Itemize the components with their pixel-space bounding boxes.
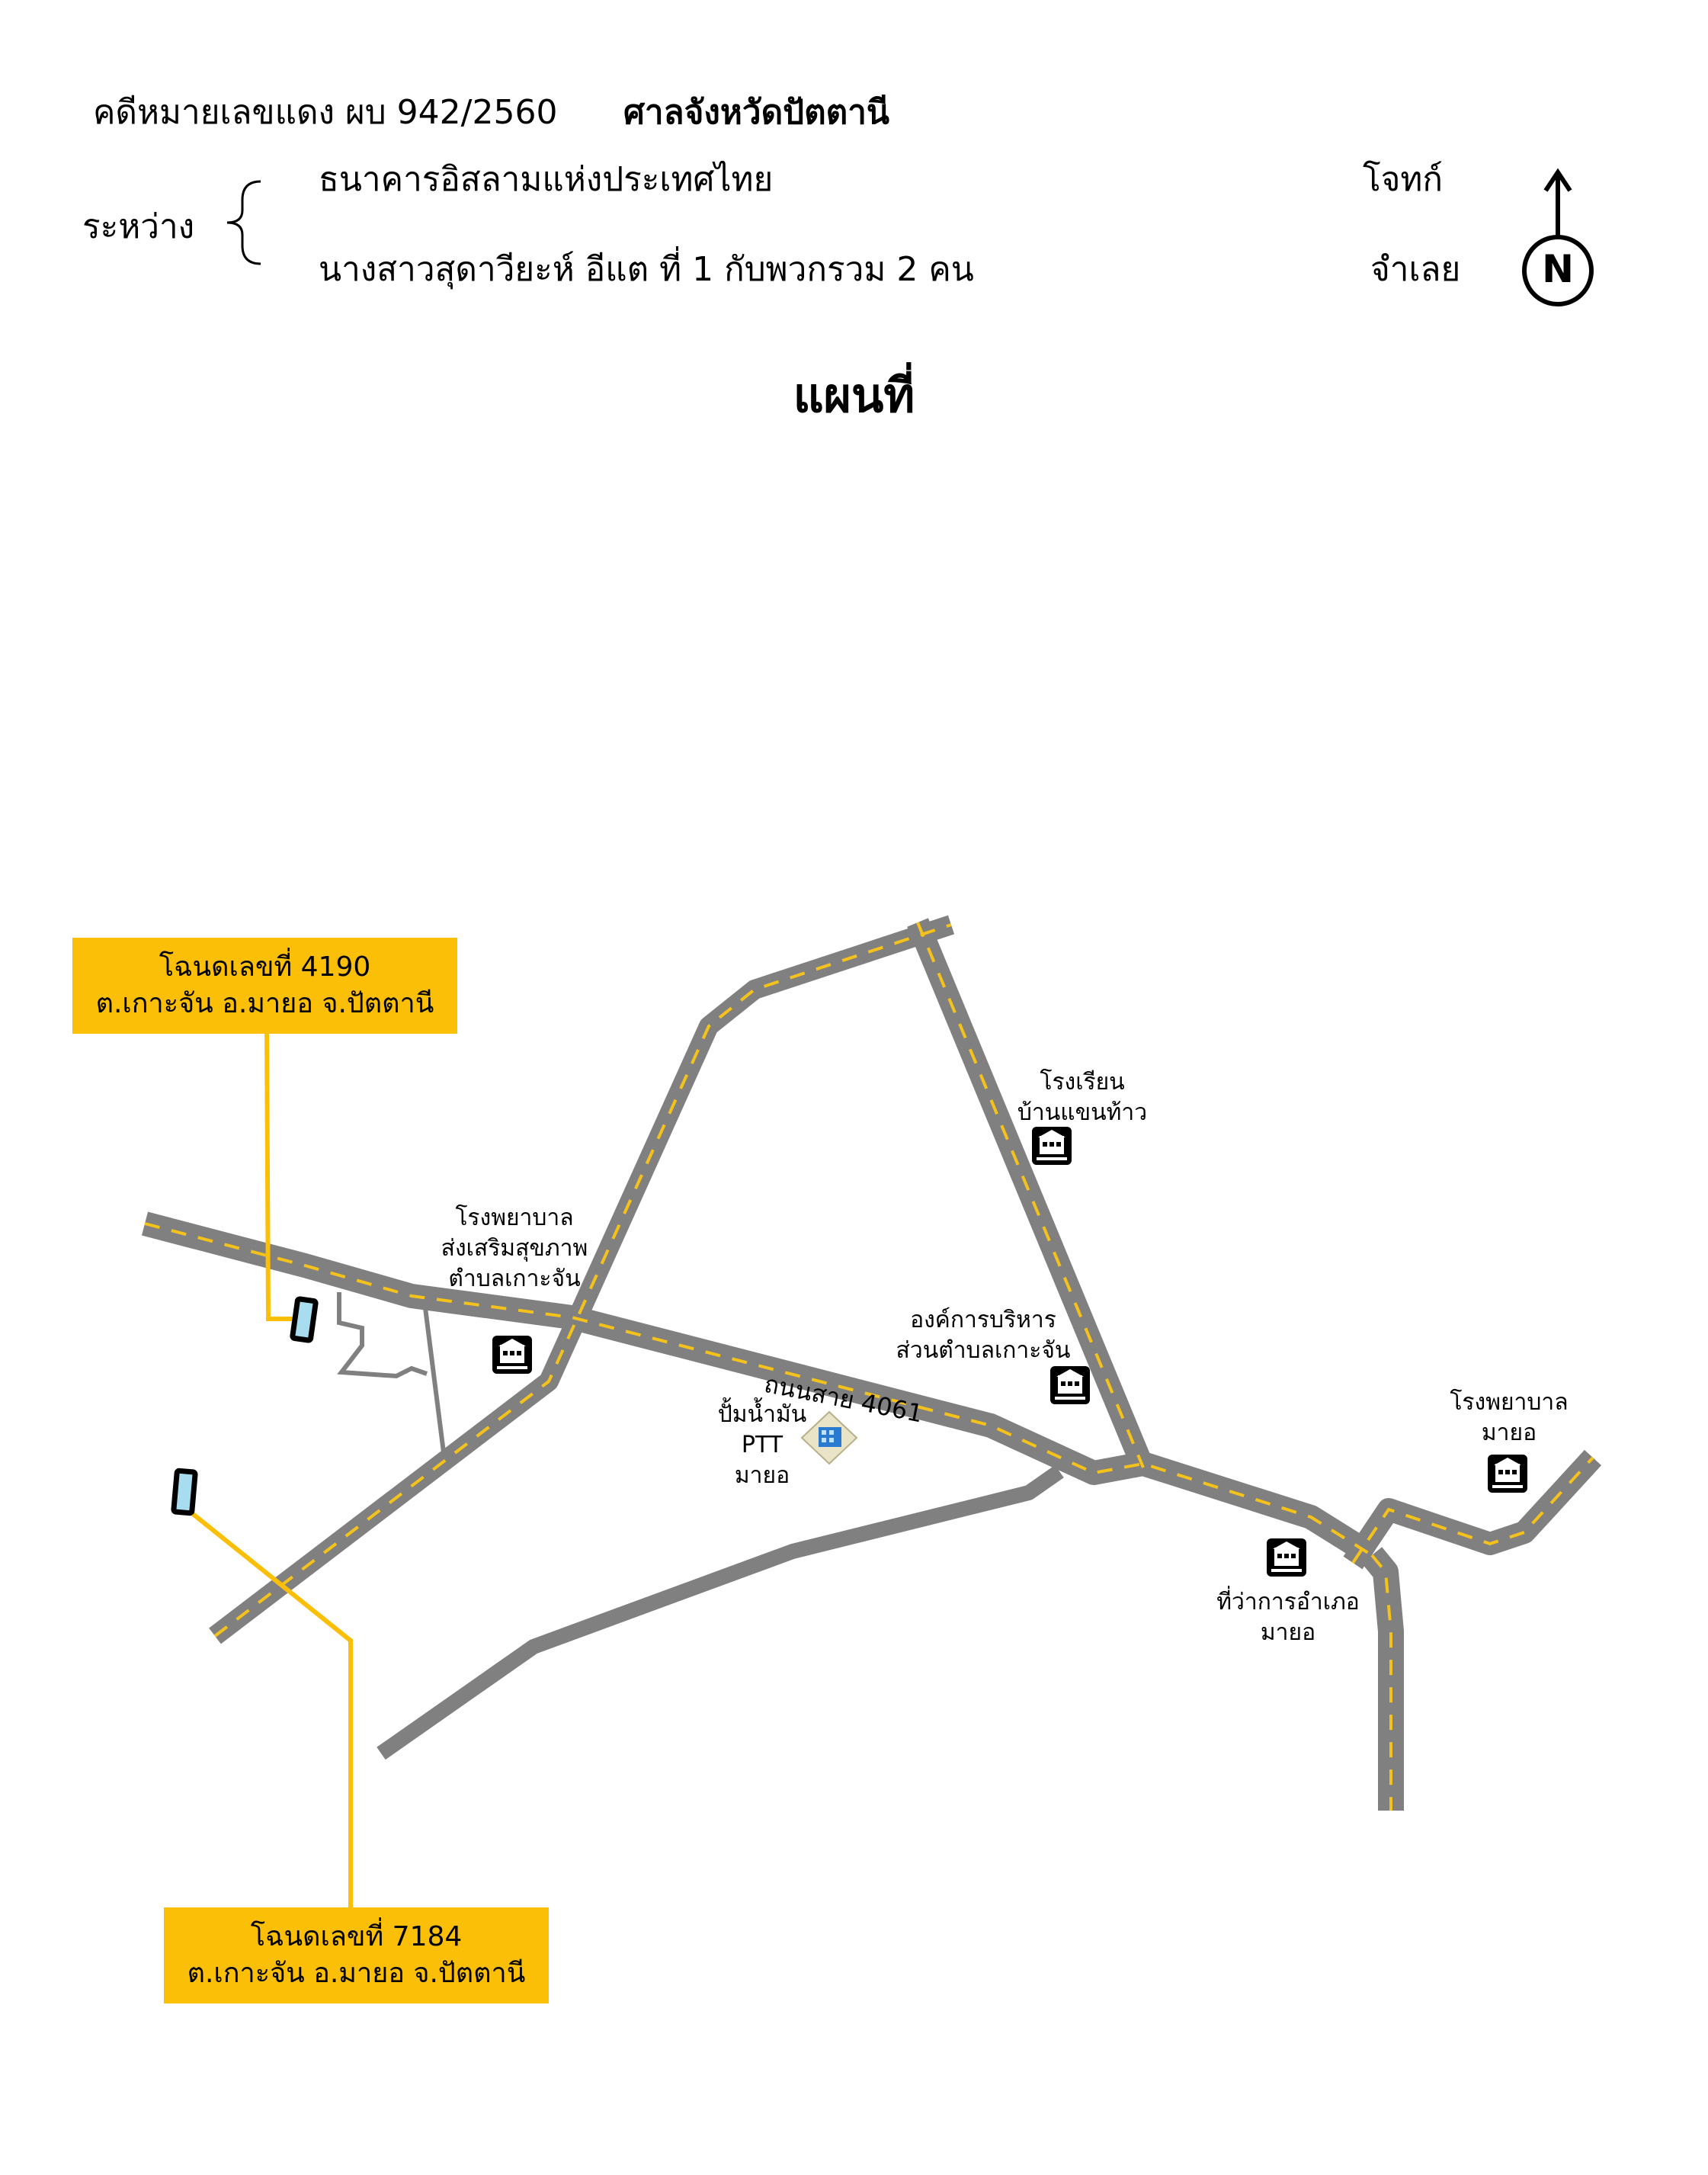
deed-4190-box: โฉนดเลขที่ 4190 ต.เกาะจัน อ.มายอ จ.ปัตตา…	[72, 938, 457, 1034]
mayo-hospital-building-icon	[1488, 1455, 1527, 1493]
plaintiff-role: โจทก์	[1363, 160, 1444, 199]
deed-7184-location: ต.เกาะจัน อ.มายอ จ.ปัตตานี	[187, 1958, 526, 1989]
health-hospital-label: โรงพยาบาลส่งเสริมสุขภาพตำบลเกาะจัน	[441, 1205, 588, 1292]
health-hospital-building-icon	[492, 1336, 532, 1374]
tao-building-icon	[1050, 1366, 1090, 1404]
road-south	[377, 1464, 1064, 1760]
deed-7184-box: โฉนดเลขที่ 7184 ต.เกาะจัน อ.มายอ จ.ปัตตา…	[164, 1907, 549, 2003]
road-center-lines	[144, 922, 1594, 1811]
page-title: แผนที่	[793, 367, 915, 423]
school-label: โรงเรียนบ้านแขนท้าว	[1017, 1069, 1148, 1126]
road-network	[141, 915, 1602, 1811]
mayo-hospital-label: โรงพยาบาลมายอ	[1450, 1389, 1569, 1446]
between-brace	[226, 180, 261, 265]
defendant-role: จำเลย	[1370, 250, 1461, 289]
deed-7184-leader	[191, 1511, 353, 1907]
gas-station-icon	[800, 1410, 858, 1465]
road-4061	[141, 1211, 1379, 1566]
road-school	[907, 918, 1154, 1472]
district-office-label: ที่ว่าการอำเภอมายอ	[1216, 1589, 1360, 1646]
tao-label: องค์การบริหารส่วนตำบลเกาะจัน	[896, 1307, 1071, 1364]
north-letter: N	[1542, 247, 1574, 291]
district-office-building-icon	[1267, 1538, 1306, 1577]
north-arrow-icon	[1522, 168, 1594, 306]
school-building-icon	[1032, 1127, 1072, 1165]
case-number: คดีหมายเลขแดง ผบ 942/2560	[93, 93, 558, 132]
court-name: ศาลจังหวัดปัตตานี	[623, 93, 890, 132]
deed-4190-number: โฉนดเลขที่ 4190	[159, 951, 371, 983]
parcel-boundary	[337, 1292, 428, 1379]
parcel-4190-marker	[290, 1296, 319, 1343]
deed-4190-leader	[264, 1028, 299, 1321]
deed-4190-location: ต.เกาะจัน อ.มายอ จ.ปัตตานี	[95, 988, 434, 1019]
parcel-boundary-line	[421, 1295, 446, 1453]
between-label: ระหว่าง	[82, 207, 195, 246]
deed-7184-number: โฉนดเลขที่ 7184	[250, 1921, 463, 1952]
plaintiff-name: ธนาคารอิสลามแห่งประเทศไทย	[319, 160, 774, 199]
defendant-name: นางสาวสุดาวียะห์ อีแต ที่ 1 กับพวกรวม 2 …	[319, 250, 974, 289]
parcel-7184-marker	[171, 1468, 198, 1516]
